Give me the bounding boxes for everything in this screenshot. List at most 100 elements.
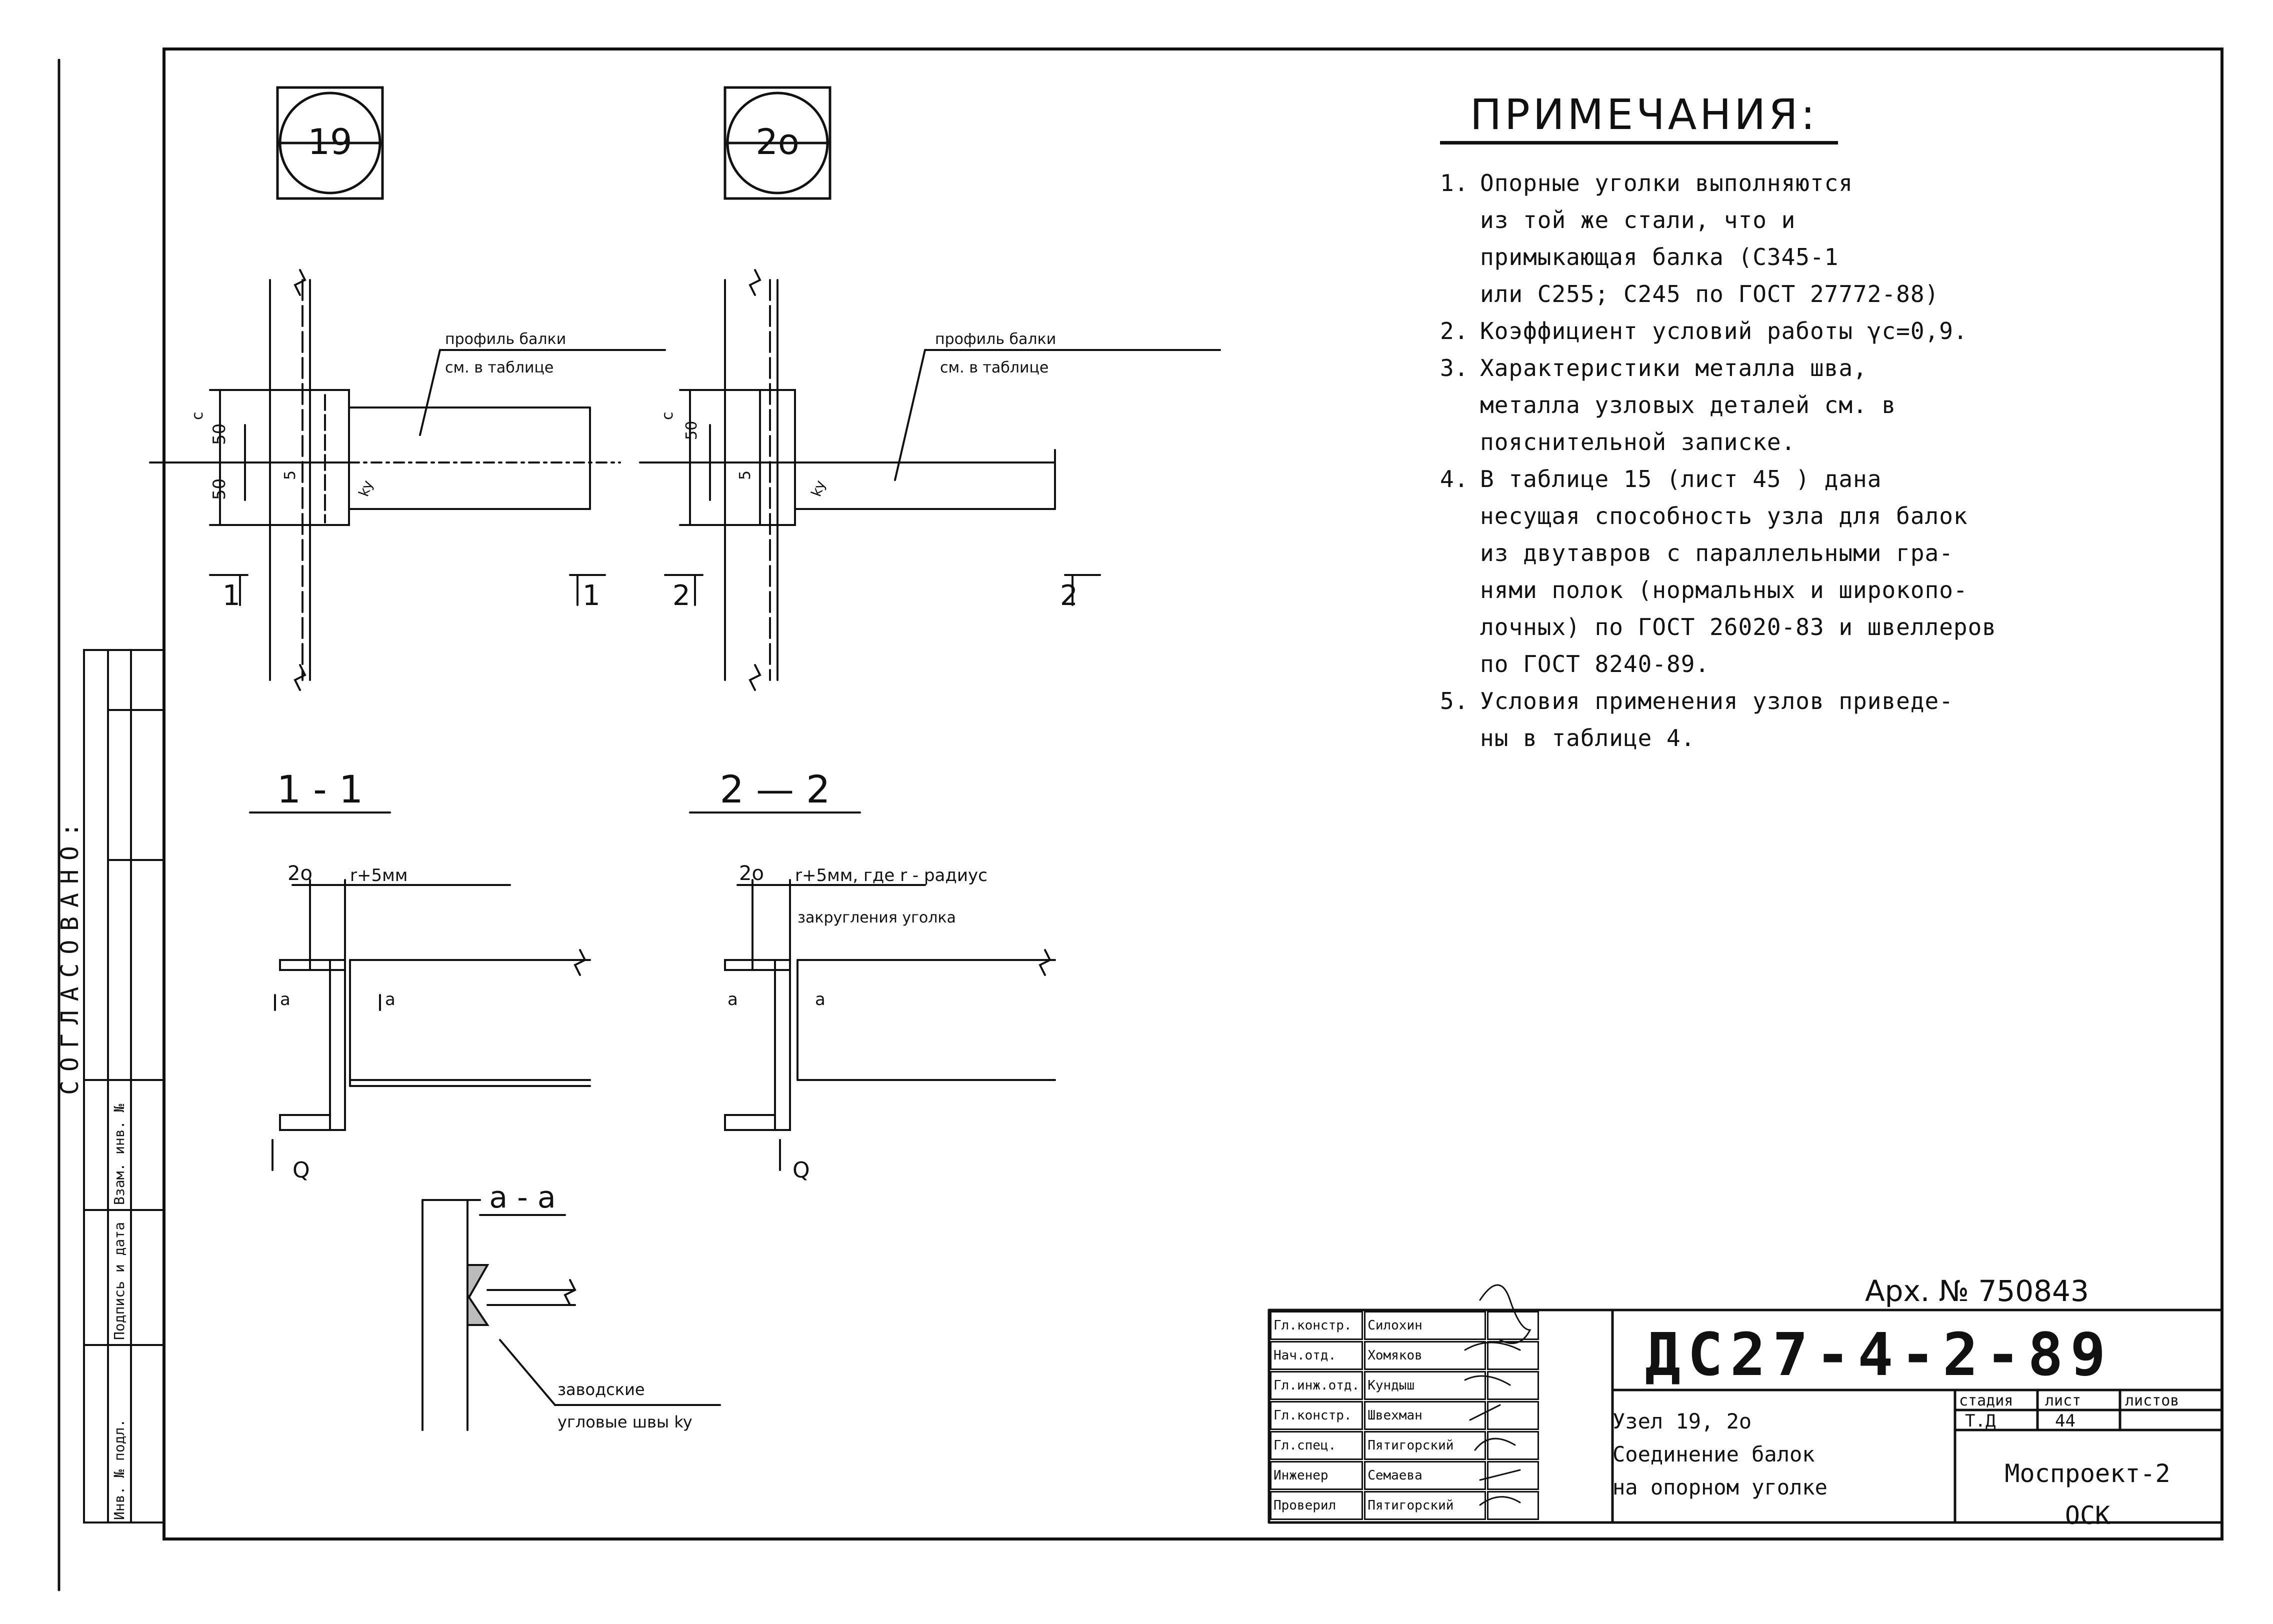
- note-3-line-1: Характеристики металла шва,: [1480, 354, 1868, 382]
- role-cell: Гл.констр.: [1270, 1311, 1364, 1340]
- archive-number: Арх. № 750843: [1865, 1274, 2089, 1308]
- note-4-line-3: из двутавров с параллельными гра-: [1480, 540, 1954, 566]
- radius-label-right-2: закругления уголка: [798, 909, 956, 926]
- profile-label-left-2: см. в таблице: [445, 359, 554, 376]
- dim-5-right: 5: [736, 470, 754, 480]
- section-2-2-title: 2 — 2: [720, 767, 830, 812]
- note-5: 5. Условия применения узлов приведе-: [1440, 682, 2220, 720]
- node-badge-19: [276, 86, 384, 200]
- stage-value: Т.Д: [1965, 1411, 1996, 1431]
- note-4-line-6: по ГОСТ 8240-89.: [1480, 650, 1710, 678]
- radius-label-left: r+5мм: [350, 866, 408, 886]
- node-19-plan-view: [149, 269, 666, 691]
- node-badge-20: [724, 86, 832, 200]
- section-a-a-title: а - а: [489, 1180, 556, 1215]
- profile-label-right-2: см. в таблице: [940, 359, 1048, 376]
- role-cell: Гл.спец.: [1270, 1431, 1364, 1460]
- note-4: 4.В таблице 15 (лист 45 ) дана: [1440, 460, 2220, 498]
- inv-original-label: Инв. № подл.: [111, 1418, 128, 1520]
- dim-c-right: c: [659, 412, 676, 420]
- note-1-line-4: или С255; С245 по ГОСТ 27772-88): [1480, 280, 1940, 308]
- note-2: 2. Коэффициент условий работы γc=0,9.: [1440, 312, 2220, 350]
- section-1-1-title: 1 - 1: [277, 767, 363, 812]
- name-cell: Семаева: [1364, 1461, 1486, 1490]
- note-1-line-1: Опорные уголки выполняются: [1480, 170, 1854, 196]
- organization: Моспроект-2 ОСК: [1980, 1452, 2195, 1536]
- signature-row: Гл.спец.Пятигорский: [1270, 1431, 1540, 1460]
- dim-ky-left: ky: [356, 478, 376, 498]
- note-1-cont: или С255; С245 по ГОСТ 27772-88): [1440, 276, 2220, 312]
- section-2-2: [689, 812, 1056, 1171]
- node-20-number: 2о: [756, 122, 799, 162]
- note-1: 1. Опорные уголки выполняются: [1440, 164, 2220, 202]
- inv-replace-label: Взам. инв. №: [111, 1104, 128, 1205]
- profile-label-right-1: профиль балки: [935, 330, 1056, 348]
- signature-row: Гл.констр.Швехман: [1270, 1401, 1540, 1430]
- note-2-line-1: Коэффициент условий работы γc=0,9.: [1480, 318, 1968, 344]
- node-19-number: 19: [308, 122, 352, 162]
- note-3-cont: пояснительной записке.: [1440, 424, 2220, 460]
- note-3: 3.Характеристики металла шва,: [1440, 350, 2220, 386]
- name-cell: Пятигорский: [1364, 1431, 1486, 1460]
- role-cell: Инженер: [1270, 1461, 1364, 1490]
- note-2-number: 2.: [1440, 318, 1469, 344]
- notes-title: ПРИМЕЧАНИЯ:: [1440, 90, 1838, 144]
- agreed-label: СОГЛАСОВАНО:: [56, 814, 84, 1095]
- sign-date-label: Подпись и дата: [111, 1222, 128, 1340]
- sign-cell: [1487, 1371, 1540, 1400]
- note-1-line-2: из той же стали, что и: [1480, 206, 1796, 234]
- dim-ky-right: ky: [808, 478, 829, 498]
- name-cell: Швехман: [1364, 1401, 1486, 1430]
- node-20-plan-view: [639, 269, 1221, 691]
- note-5-cont: ны в таблице 4.: [1440, 720, 2220, 756]
- section-1-1: [249, 812, 591, 1171]
- name-cell: Кундыш: [1364, 1371, 1486, 1400]
- cut-mark-1-left: 1: [222, 580, 240, 612]
- dim-20-right: 2о: [739, 862, 764, 885]
- note-1-cont: примыкающая балка (С345-1: [1440, 238, 2220, 276]
- cut-mark-1-right: 1: [582, 580, 600, 612]
- signature-row: Гл.инж.отд.Кундыш: [1270, 1371, 1540, 1400]
- dim-50-bottom: 50: [210, 478, 230, 500]
- sign-cell: [1487, 1341, 1540, 1370]
- signature-row: Гл.констр.Силохин: [1270, 1311, 1540, 1340]
- role-cell: Гл.констр.: [1270, 1401, 1364, 1430]
- organization-line-2: ОСК: [2064, 1501, 2110, 1530]
- signature-marks: [1464, 1284, 1532, 1506]
- document-code: ДС27-4-2-89: [1645, 1320, 2113, 1389]
- dim-c-left: c: [189, 412, 206, 420]
- note-5-line-1: Условия применения узлов приведе-: [1480, 688, 1954, 714]
- sheet-value: 44: [2055, 1411, 2076, 1431]
- organization-line-1: Моспроект-2: [2004, 1459, 2170, 1488]
- note-4-number: 4.: [1440, 466, 1469, 492]
- dim-50-top: 50: [210, 424, 230, 445]
- name-cell: Силохин: [1364, 1311, 1486, 1340]
- note-3-cont: металла узловых деталей см. в: [1440, 386, 2220, 424]
- weld-label-1: заводские: [558, 1380, 645, 1399]
- name-cell: Пятигорский: [1364, 1491, 1486, 1520]
- weld-label-2: угловые швы ky: [558, 1412, 692, 1432]
- side-strip: [83, 649, 165, 1524]
- note-4-line-5: лочных) по ГОСТ 26020-83 и швеллеров: [1480, 614, 1996, 640]
- mark-a-2: a: [385, 990, 396, 1010]
- note-4-cont: из двутавров с параллельными гра-: [1440, 534, 2220, 572]
- dim-50-right-top: 50: [683, 421, 700, 440]
- note-1-number: 1.: [1440, 170, 1469, 196]
- mark-a-1: a: [280, 990, 290, 1010]
- sign-cell: [1487, 1431, 1540, 1460]
- note-3-line-3: пояснительной записке.: [1480, 428, 1796, 456]
- note-5-number: 5.: [1440, 688, 1469, 714]
- note-4-cont: несущая способность узла для балок: [1440, 498, 2220, 534]
- cut-mark-2-right: 2: [1060, 580, 1078, 612]
- section-a-a: [422, 1199, 721, 1431]
- note-4-cont: нями полок (нормальных и широкопо-: [1440, 572, 2220, 608]
- mark-a-3: a: [728, 990, 738, 1010]
- node-title: Узел 19, 2о Соединение балок на опорном …: [1612, 1405, 1828, 1504]
- name-cell: Хомяков: [1364, 1341, 1486, 1370]
- mark-q-right: Q: [792, 1158, 810, 1183]
- node-title-line-3: на опорном уголке: [1612, 1475, 1828, 1500]
- radius-label-right: r+5мм, где r - радиус: [795, 866, 988, 886]
